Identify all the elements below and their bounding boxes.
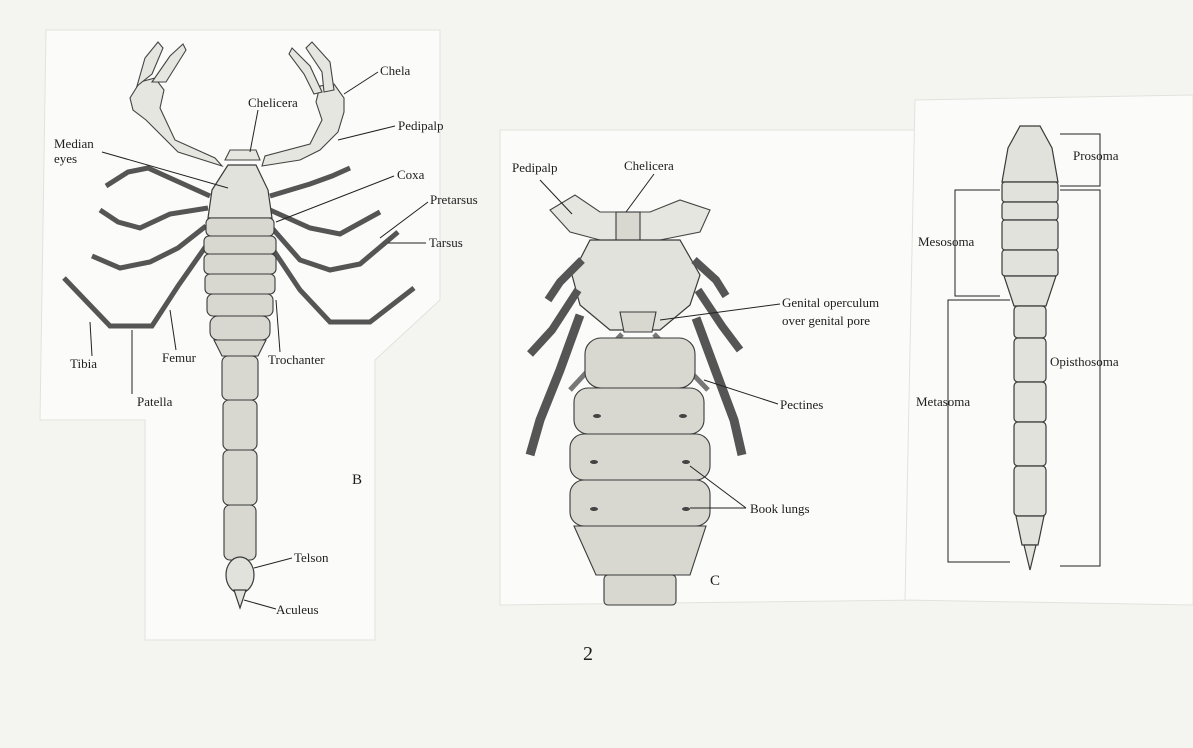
label-pretarsus: Pretarsus — [430, 192, 478, 207]
book-lung-slits — [590, 414, 690, 511]
panel-letter-c: C — [710, 573, 720, 589]
outline-labels: Prosoma Mesosoma Opisthosoma Metasoma — [916, 148, 1119, 409]
ventral-chelicerae — [615, 211, 641, 243]
outline-prosoma — [1001, 125, 1059, 183]
label-genital-line1: Genital operculum — [782, 295, 879, 310]
label-aculeus: Aculeus — [276, 602, 319, 617]
genital-operculum — [619, 311, 657, 333]
ventral-scorpion: Pedipalp Chelicera Genital operculum ove… — [512, 158, 879, 606]
carapace — [207, 164, 273, 219]
metasoma-segments — [221, 355, 259, 561]
dorsal-scorpion: Chela Chelicera Pedipalp Median eyes Cox… — [54, 41, 478, 617]
dorsal-leader-lines — [89, 71, 429, 610]
left-legs — [62, 165, 212, 329]
label-femur: Femur — [162, 350, 197, 365]
region-brackets — [947, 133, 1101, 567]
label-chela: Chela — [380, 63, 411, 78]
right-legs — [268, 165, 416, 325]
outline-mesosoma — [1001, 181, 1059, 307]
aculeus — [233, 589, 247, 610]
label-pectines: Pectines — [780, 397, 823, 412]
coxal-region — [571, 239, 701, 331]
left-pedipalp — [129, 41, 224, 168]
mesosoma-segments — [203, 217, 277, 357]
ventral-labels: Pedipalp Chelicera Genital operculum ove… — [512, 158, 879, 589]
label-patella: Patella — [137, 394, 173, 409]
label-ventral-chelicera: Chelicera — [624, 158, 674, 173]
label-book-lungs: Book lungs — [750, 501, 810, 516]
right-pedipalp — [261, 41, 345, 167]
paper-cutout-right — [904, 94, 1193, 606]
label-trochanter: Trochanter — [268, 352, 325, 367]
outline-scorpion: Prosoma Mesosoma Opisthosoma Metasoma — [916, 125, 1119, 571]
label-metasoma: Metasoma — [916, 394, 970, 409]
chelicerae — [224, 149, 261, 161]
label-pedipalp: Pedipalp — [398, 118, 444, 133]
label-median-eyes-line2: eyes — [54, 151, 77, 166]
ventral-sternites — [569, 337, 711, 606]
ventral-legs — [525, 257, 747, 457]
label-tarsus: Tarsus — [429, 235, 463, 250]
label-tibia: Tibia — [70, 356, 97, 371]
panel-letter-b: B — [352, 472, 362, 488]
dorsal-labels: Chela Chelicera Pedipalp Median eyes Cox… — [54, 63, 478, 617]
label-opisthosoma: Opisthosoma — [1050, 354, 1119, 369]
label-coxa: Coxa — [397, 167, 425, 182]
figure-number: 2 — [583, 643, 593, 665]
label-prosoma: Prosoma — [1073, 148, 1119, 163]
label-telson: Telson — [294, 550, 329, 565]
label-median-eyes-line1: Median — [54, 136, 94, 151]
ventral-leader-lines — [539, 173, 781, 509]
label-genital-line2: over genital pore — [782, 313, 870, 328]
label-chelicera: Chelicera — [248, 95, 298, 110]
label-ventral-pedipalp: Pedipalp — [512, 160, 558, 175]
outline-metasoma — [1013, 305, 1047, 571]
label-mesosoma: Mesosoma — [918, 234, 975, 249]
telson — [225, 556, 255, 594]
